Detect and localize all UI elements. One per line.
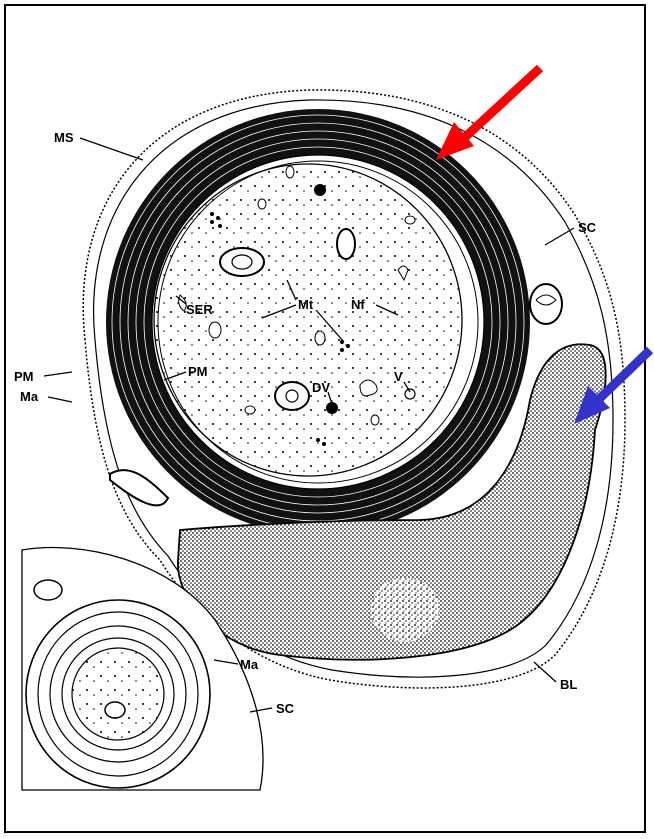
label-sc-bottom: SC (276, 701, 295, 716)
label-nf: Nf (351, 297, 365, 312)
label-pm-inner: PM (188, 364, 208, 379)
label-ma-bottom: Ma (240, 657, 259, 672)
label-bl: BL (560, 677, 577, 692)
label-ser: SER (186, 302, 213, 317)
label-ms: MS (54, 130, 74, 145)
label-v: V (394, 369, 403, 384)
label-mt: Mt (298, 297, 314, 312)
label-pm-outer: PM (14, 369, 34, 384)
axon (154, 164, 462, 476)
label-ma-left: Ma (20, 389, 39, 404)
label-sc-top: SC (578, 220, 597, 235)
label-dv: DV (312, 380, 330, 395)
